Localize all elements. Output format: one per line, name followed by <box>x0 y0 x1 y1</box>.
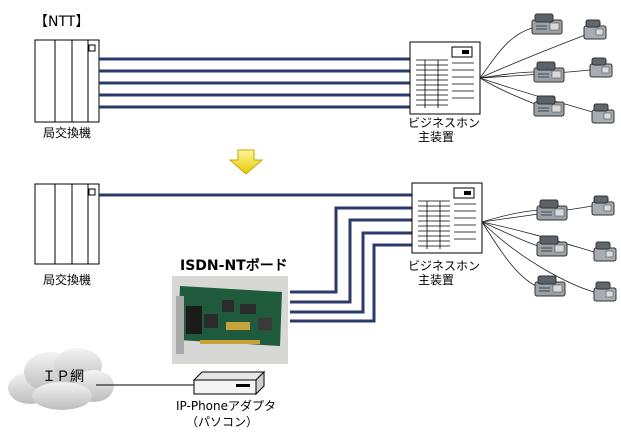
down-arrow-icon <box>228 149 264 175</box>
phone-system-bottom <box>411 182 483 254</box>
isdn-board-label: ISDN-NTボード <box>180 258 288 274</box>
phone-wires-bottom <box>481 205 595 293</box>
isdn-lines <box>290 206 412 323</box>
phone-icon <box>533 61 565 83</box>
exchange-top <box>34 39 100 123</box>
exchange-label-bottom: 局交換機 <box>43 272 91 287</box>
phone-icon <box>593 241 617 262</box>
phone-system-label-bottom-1: ビジネスホン <box>408 259 480 273</box>
phone-system-label-bottom-2: 主装置 <box>418 273 454 287</box>
ip-network-label: ＩＰ網 <box>42 369 84 385</box>
adapter-label-2: （パソコン） <box>186 415 258 429</box>
phone-icon <box>593 281 617 302</box>
phone-icon <box>536 235 568 257</box>
exchange-label-top: 局交換機 <box>43 125 91 140</box>
phone-system-label-top-1: ビジネスホン <box>408 116 480 130</box>
phone-system-label-top-2: 主装置 <box>418 130 454 144</box>
adapter-label-1: IP-Phoneアダプタ <box>176 398 276 413</box>
phone-icon <box>583 19 607 40</box>
trunk-lines-top <box>99 57 410 109</box>
phone-system-top <box>409 41 481 115</box>
phone-icon <box>534 275 566 297</box>
isdn-board-photo <box>172 276 288 364</box>
phone-icon <box>533 95 565 117</box>
phone-icon <box>531 13 563 35</box>
ip-phone-adapter <box>192 370 266 396</box>
ntt-title: 【NTT】 <box>34 14 89 30</box>
phone-icon <box>591 103 615 124</box>
exchange-bottom <box>34 183 100 265</box>
phone-icon <box>589 57 613 78</box>
phone-icon <box>591 195 615 216</box>
ip-network-cloud <box>8 348 114 410</box>
phone-icon <box>536 199 568 221</box>
